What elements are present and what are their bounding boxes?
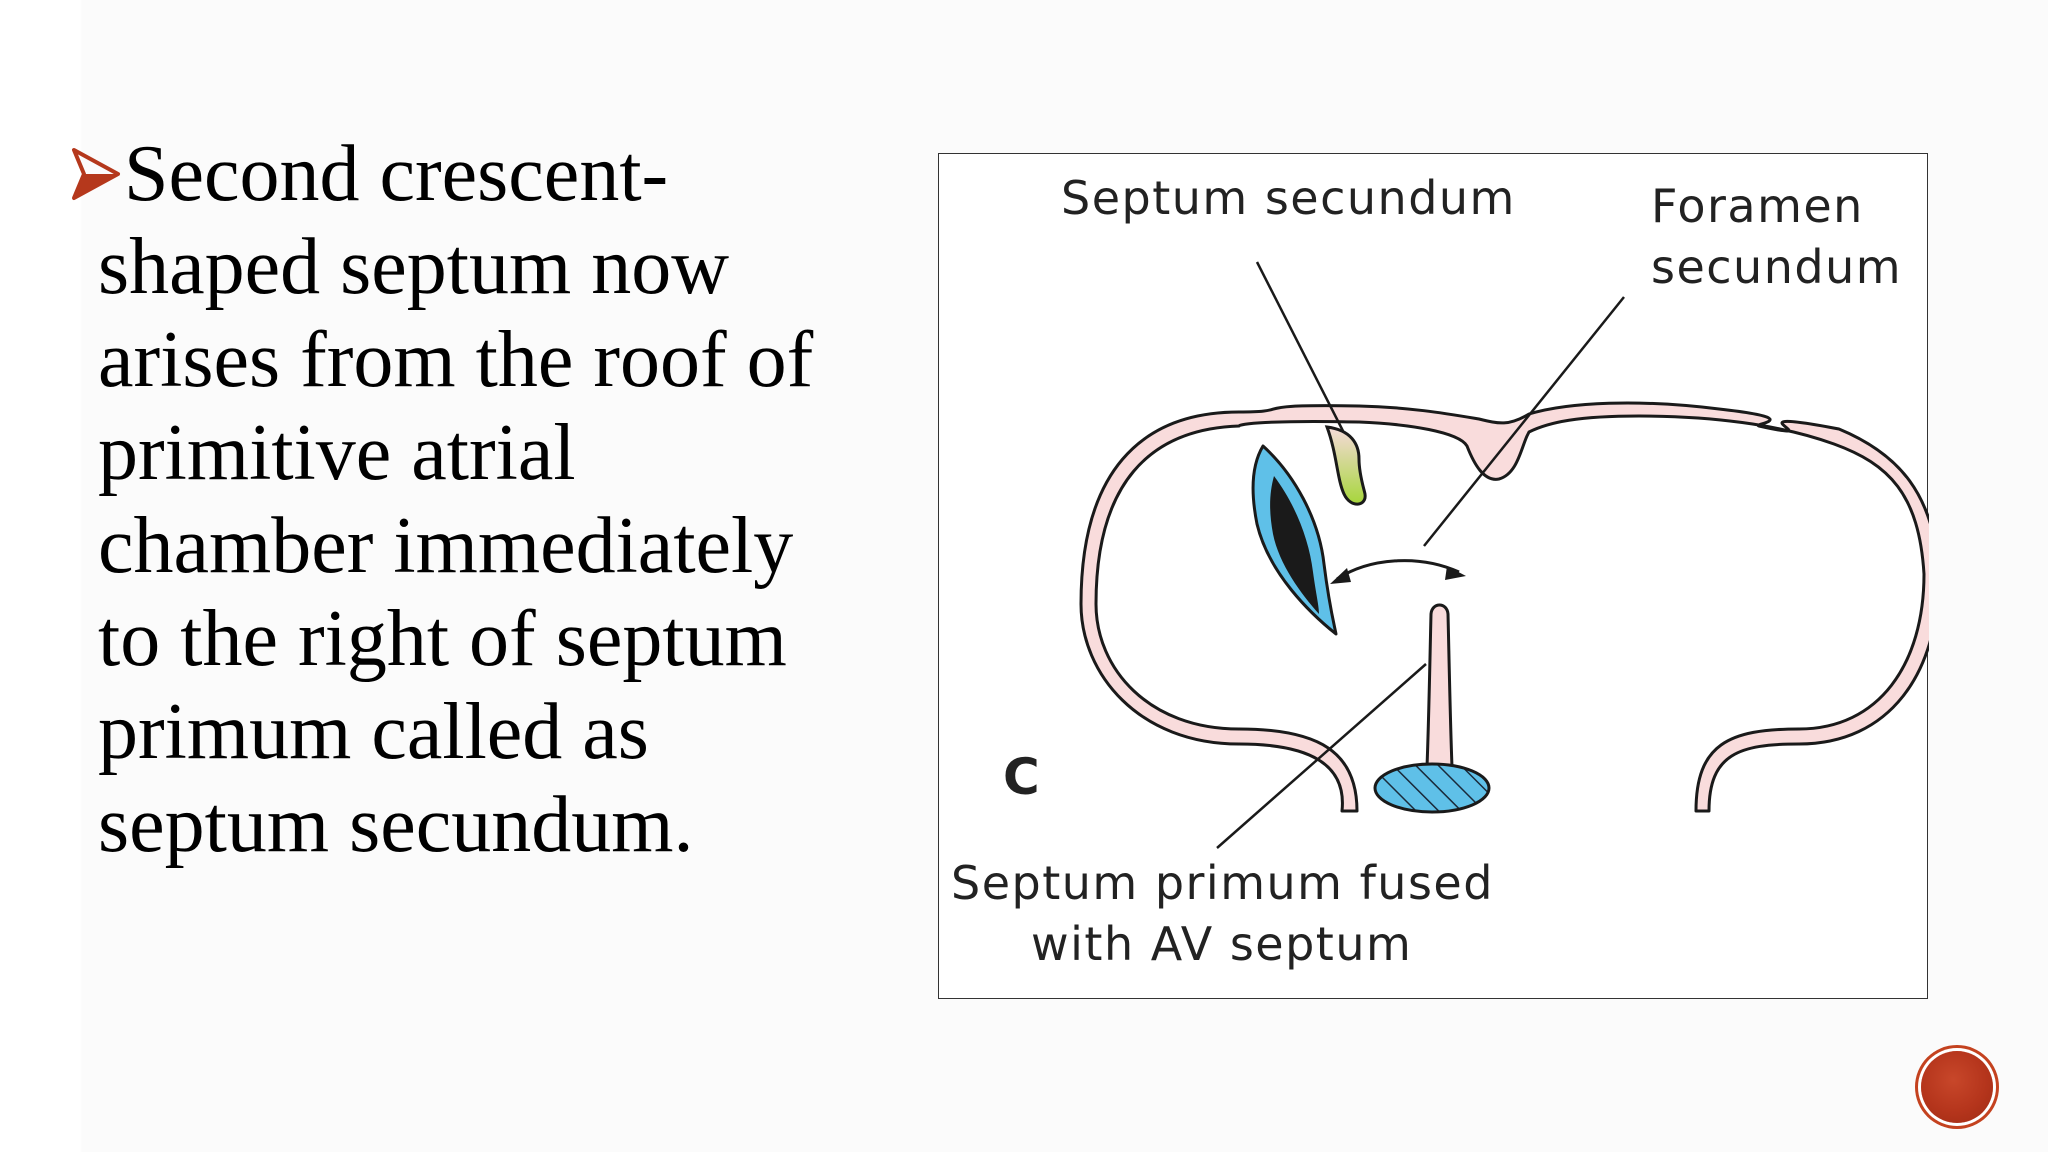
bullet-line-text: Second crescent- [124, 130, 669, 218]
label-foramen-line2: secundum [1651, 240, 1902, 294]
panel-letter: C [1003, 748, 1040, 806]
leader-septum-secundum [1255, 261, 1345, 432]
septum-secundum-shape [1324, 425, 1367, 506]
av-septum-hatched [1373, 762, 1491, 814]
heart-septum-diagram: Septum secundum Foramen secundum C Septu… [938, 153, 1929, 999]
bullet-line: primum called as [98, 688, 649, 776]
arrowhead-right-icon [1445, 566, 1466, 580]
septum-primum-stem [1425, 603, 1454, 769]
label-primum-line2: with AV septum [1031, 917, 1412, 971]
foramen-primum-dark [1270, 476, 1319, 614]
label-foramen-line1: Foramen [1651, 179, 1864, 233]
bullet-line: to the right of septum [98, 595, 787, 683]
label-septum-secundum: Septum secundum [1061, 171, 1516, 225]
leader-foramen-secundum [1423, 296, 1625, 547]
label-primum-line1: Septum primum fused [951, 856, 1494, 910]
diagram-drawing: Septum secundum Foramen secundum C Septu… [951, 171, 1929, 971]
atrial-wall-outline [1079, 401, 1929, 813]
bullet-line: Second crescent- [70, 128, 910, 221]
bullet-line: septum secundum. [98, 781, 694, 869]
slide-number-badge [1921, 1051, 1993, 1123]
leader-septum-primum [1216, 663, 1427, 849]
bullet-line: shaped septum now [98, 223, 730, 311]
arrowhead-left-icon [1330, 568, 1351, 584]
shunt-double-arrow [1336, 559, 1460, 581]
bullet-line: chamber immediately [98, 502, 794, 590]
bullet-line: arises from the roof of [98, 316, 814, 404]
bullet-line: primitive atrial [98, 409, 576, 497]
bullet-text: Second crescent- shaped septum now arise… [70, 128, 910, 872]
arrow-bullet-icon [72, 148, 120, 200]
